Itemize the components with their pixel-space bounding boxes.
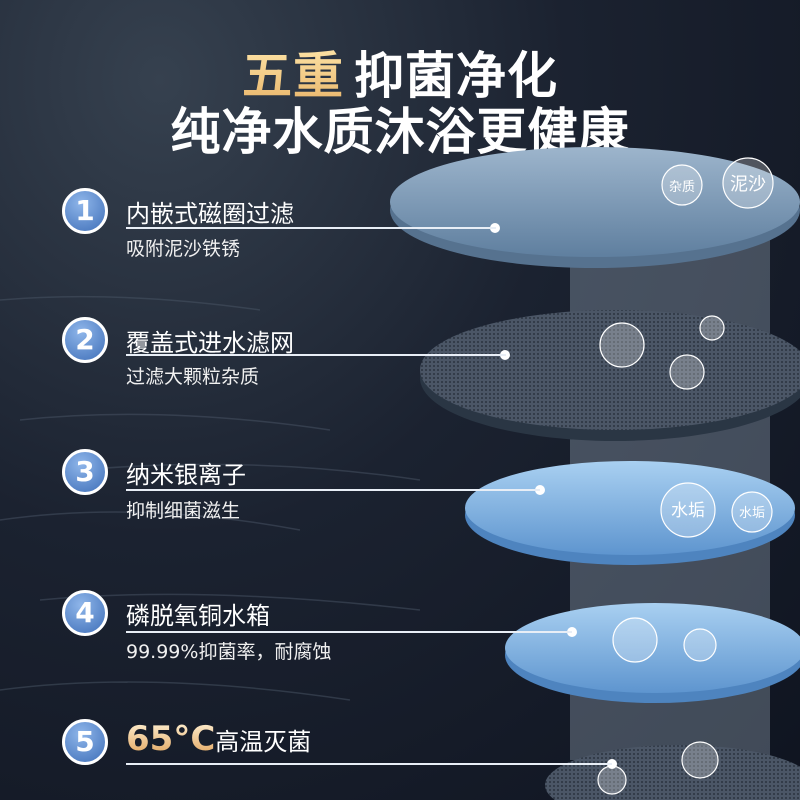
pointer-line [126, 763, 612, 765]
headline-rest: 抑菌净化 [354, 47, 558, 105]
bubble-scale-1-label: 水垢 [671, 501, 705, 521]
pointer-line [126, 354, 506, 356]
bubble-sand [722, 157, 774, 209]
disk-5 [545, 745, 800, 800]
disk-4 [505, 603, 800, 703]
temperature-highlight: 65°C [126, 719, 216, 759]
number-badge: 4 [62, 590, 108, 636]
number-badge: 3 [62, 449, 108, 495]
bubble-sand-label: 泥沙 [730, 174, 766, 195]
feature-description: 抑制细菌滋生 [126, 500, 241, 522]
number-badge: 5 [62, 719, 108, 765]
bubble-scale-2 [731, 491, 773, 533]
pointer-line [126, 227, 496, 229]
feature-heading-text: 高温灭菌 [215, 728, 312, 756]
bubble-impurity [661, 164, 703, 206]
pointer-line [126, 631, 572, 633]
pointer-dot-3 [535, 485, 545, 495]
number-badge: 1 [62, 188, 108, 234]
feature-description: 过滤大颗粒杂质 [126, 366, 260, 388]
feature-heading: 65°C高温灭菌 [126, 719, 311, 759]
bubble-impurity-label: 杂质 [669, 180, 695, 195]
pointer-dot-4 [567, 627, 577, 637]
headline-line-1: 五重抑菌净化 [0, 36, 800, 108]
feature-description: 99.99%抑菌率，耐腐蚀 [126, 641, 332, 663]
disk-3 [465, 461, 795, 565]
feature-description: 吸附泥沙铁锈 [126, 238, 241, 260]
number-badge: 2 [62, 317, 108, 363]
feature-heading: 磷脱氧铜水箱 [126, 602, 270, 630]
feature-heading: 纳米银离子 [126, 461, 246, 489]
bubble-scale-2-label: 水垢 [739, 506, 765, 521]
pointer-line [126, 489, 540, 491]
pointer-dot-5 [607, 759, 617, 769]
bubble-scale-1 [660, 482, 716, 538]
feature-heading: 内嵌式磁圈过滤 [126, 200, 294, 228]
disk-2 [420, 310, 800, 441]
feature-heading: 覆盖式进水滤网 [126, 329, 294, 357]
headline-highlight: 五重 [242, 47, 344, 105]
